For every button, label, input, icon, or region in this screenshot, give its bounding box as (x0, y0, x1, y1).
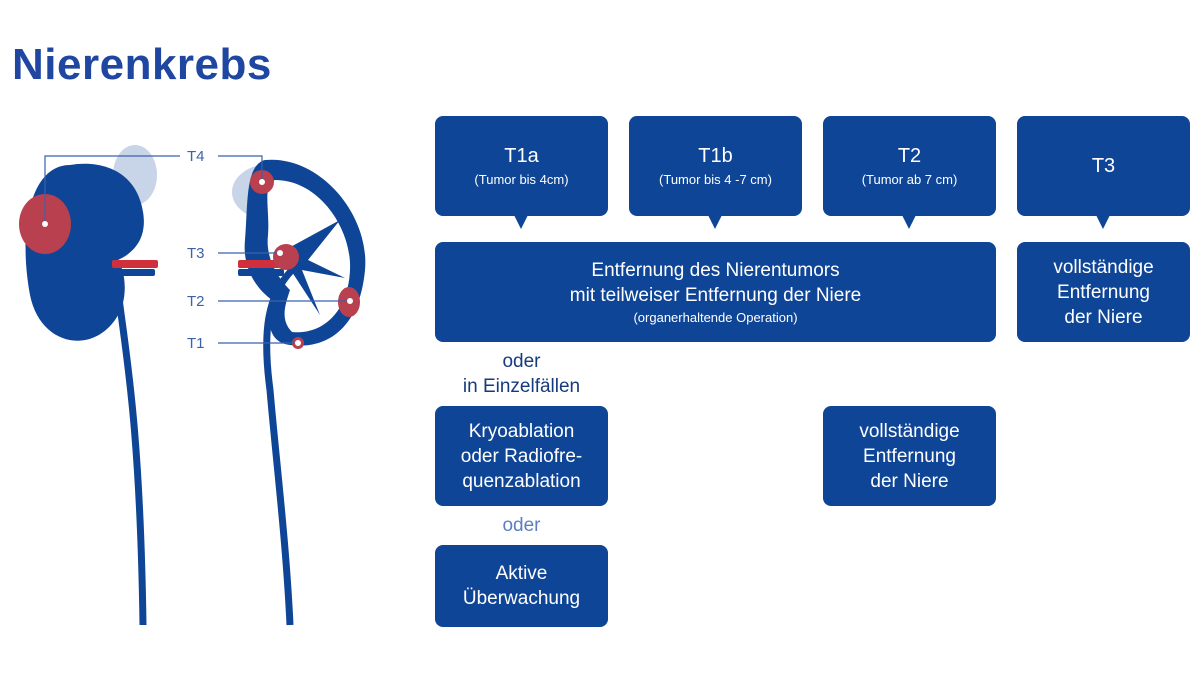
full-removal-t2-line3: der Niere (870, 470, 949, 492)
left-vein (115, 269, 155, 276)
ablation-box: Kryoablation oder Radiofre- quenzablatio… (435, 406, 608, 506)
t1-dot (295, 340, 301, 346)
or-label-3: oder (502, 515, 541, 536)
full-removal-t2-box: vollständige Entfernung der Niere (823, 406, 996, 506)
stage-label-t3: T3 (187, 245, 205, 262)
stage-box-t2: T2 (Tumor ab 7 cm) (823, 116, 996, 216)
or-label-2: in Einzelfällen (462, 376, 581, 397)
full-removal-t3-line3: der Niere (1064, 306, 1143, 328)
full-removal-t2-line2: Entfernung (863, 445, 956, 467)
t4-dot-right (259, 179, 265, 185)
left-artery (112, 260, 158, 268)
surveillance-line2: Überwachung (462, 588, 581, 609)
pointer-t1b (708, 215, 722, 229)
right-ureter (263, 267, 295, 626)
stage-name: T1b (698, 145, 733, 167)
stage-box-t1b: T1b (Tumor bis 4 -7 cm) (629, 116, 802, 216)
t4-leader-left (44, 155, 180, 224)
page-title: Nierenkrebs (12, 40, 272, 89)
stage-label-t1: T1 (187, 335, 205, 352)
stage-detail: (Tumor bis 4cm) (474, 172, 569, 187)
partial-removal-line2: mit teilweiser Entfernung der Niere (569, 285, 862, 306)
right-artery (238, 260, 284, 268)
t4-dot-left (42, 221, 48, 227)
surveillance-line1: Aktive (495, 563, 548, 584)
ablation-line3: quenzablation (462, 470, 581, 492)
or-label-1: oder (502, 351, 541, 372)
pointer-t3 (1096, 215, 1110, 229)
stage-box-t3: T3 (1017, 116, 1190, 216)
partial-removal-line1: Entfernung des Nierentumors (591, 260, 840, 281)
t3-tumor (273, 244, 299, 270)
stage-name: T2 (897, 145, 922, 167)
surveillance-box: Aktive Überwachung (435, 545, 608, 627)
ablation-line2: oder Radiofre- (460, 445, 583, 467)
kidney-illustration: T4 T3 T2 T1 (19, 145, 366, 626)
full-removal-t3-box: vollständige Entfernung der Niere (1017, 242, 1190, 342)
t3-dot (277, 250, 283, 256)
t2-dot (347, 298, 353, 304)
full-removal-t3-line1: vollständige (1053, 256, 1154, 278)
stage-label-t2: T2 (187, 293, 205, 310)
ablation-line1: Kryoablation (468, 420, 575, 442)
full-removal-t3-line2: Entfernung (1057, 281, 1150, 303)
full-removal-t2-line1: vollständige (859, 420, 960, 442)
stage-name: T3 (1091, 155, 1116, 177)
stage-name: T1a (504, 145, 539, 167)
partial-removal-box: Entfernung des Nierentumors mit teilweis… (435, 242, 996, 342)
stage-box-t1a: T1a (Tumor bis 4cm) (435, 116, 608, 216)
left-ureter (114, 289, 147, 626)
pointer-t2 (902, 215, 916, 229)
partial-removal-note: (organerhaltende Operation) (633, 310, 798, 325)
stage-detail: (Tumor ab 7 cm) (861, 172, 958, 187)
t4-leader-right (218, 155, 263, 182)
renal-pelvis (285, 220, 345, 315)
pointer-t1a (514, 215, 528, 229)
stage-detail: (Tumor bis 4 -7 cm) (659, 172, 772, 187)
right-vein (238, 269, 284, 276)
stage-label-t4: T4 (187, 148, 205, 165)
